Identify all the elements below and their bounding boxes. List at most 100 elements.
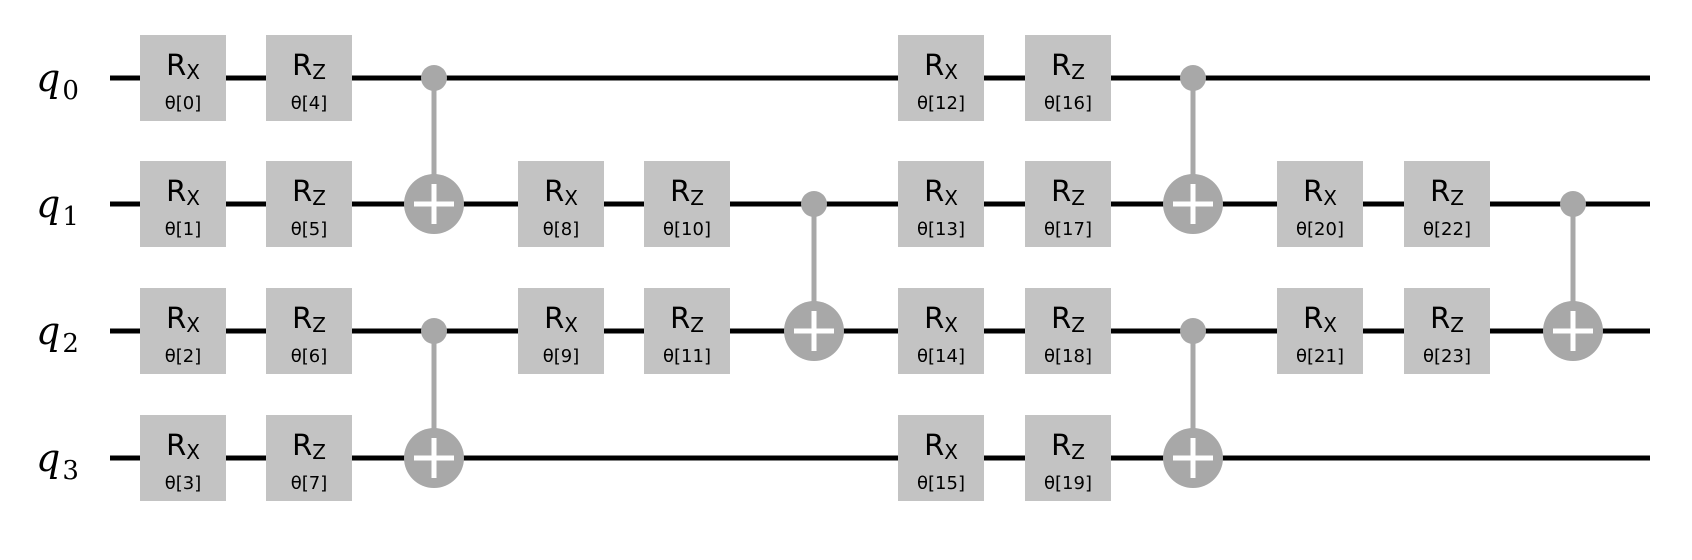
gate-name-letter: R	[166, 428, 186, 462]
cnot-control-dot	[1560, 191, 1586, 217]
rotation-gate-rz: RZθ[11]	[644, 288, 730, 374]
gate-box	[266, 35, 352, 121]
gate-name-letter: R	[924, 174, 944, 208]
rotation-gate-rz: RZθ[18]	[1025, 288, 1111, 374]
gate-parameter: θ[2]	[165, 346, 202, 367]
qubit-label: q3	[36, 436, 79, 486]
gate-name-letter: R	[292, 48, 312, 82]
gate-name-axis: X	[944, 60, 958, 84]
qubit-label: q1	[36, 182, 79, 232]
gate-name-letter: R	[1430, 301, 1450, 335]
gate-box	[644, 161, 730, 247]
gate-parameter: θ[17]	[1044, 219, 1092, 240]
rotation-gate-rz: RZθ[4]	[266, 35, 352, 121]
rotation-gate-rx: RXθ[20]	[1277, 161, 1363, 247]
gate-parameter: θ[5]	[291, 219, 328, 240]
rotation-gate-rz: RZθ[7]	[266, 415, 352, 501]
cnot-control-dot	[1180, 65, 1206, 91]
gate-name-axis: X	[944, 440, 958, 464]
gate-name-axis: Z	[312, 313, 326, 337]
rotation-gate-rx: RXθ[12]	[898, 35, 984, 121]
gate-name-axis: Z	[1071, 440, 1085, 464]
gate-name-axis: Z	[1071, 60, 1085, 84]
gate-name-letter: R	[292, 428, 312, 462]
qubit-label-index: 0	[62, 76, 79, 106]
gate-box	[1277, 288, 1363, 374]
gate-name-axis: X	[564, 313, 578, 337]
gate-name-letter: R	[1303, 174, 1323, 208]
gate-parameter: θ[9]	[543, 346, 580, 367]
rotation-gate-rx: RXθ[1]	[140, 161, 226, 247]
wires-layer	[110, 75, 1650, 461]
rotation-gate-rz: RZθ[17]	[1025, 161, 1111, 247]
gate-parameter: θ[22]	[1423, 219, 1471, 240]
gate-name-axis: Z	[1071, 313, 1085, 337]
gates-layer: RXθ[0]RXθ[1]RXθ[2]RXθ[3]RZθ[4]RZθ[5]RZθ[…	[140, 35, 1490, 501]
gate-box	[518, 161, 604, 247]
gate-name-axis: Z	[1071, 186, 1085, 210]
gate-name-letter: R	[670, 301, 690, 335]
gate-parameter: θ[15]	[917, 473, 965, 494]
gate-parameter: θ[11]	[663, 346, 711, 367]
gate-name-letter: R	[544, 174, 564, 208]
gate-parameter: θ[0]	[165, 93, 202, 114]
cnot-control-dot	[421, 318, 447, 344]
gate-name-letter: R	[924, 301, 944, 335]
cnot-gate	[1543, 191, 1603, 361]
gate-name-axis: X	[186, 313, 200, 337]
gate-name-letter: R	[1051, 301, 1071, 335]
qubit-label-name: q	[36, 56, 60, 100]
gate-parameter: θ[21]	[1296, 346, 1344, 367]
gate-name-letter: R	[924, 428, 944, 462]
qubit-label-index: 1	[62, 202, 79, 232]
gate-name-letter: R	[1430, 174, 1450, 208]
gate-parameter: θ[10]	[663, 219, 711, 240]
cnot-gate	[404, 318, 464, 488]
gate-name: RZ	[670, 301, 704, 337]
gate-name: RX	[544, 301, 578, 337]
gate-box	[140, 415, 226, 501]
gate-name: RZ	[1051, 174, 1085, 210]
qubit-label: q0	[36, 56, 79, 106]
gate-name-axis: Z	[1450, 313, 1464, 337]
gate-box	[266, 415, 352, 501]
gate-name: RX	[166, 48, 200, 84]
rotation-gate-rz: RZθ[10]	[644, 161, 730, 247]
gate-box	[898, 35, 984, 121]
rotation-gate-rx: RXθ[2]	[140, 288, 226, 374]
gate-name-axis: Z	[312, 186, 326, 210]
gate-name-letter: R	[1051, 174, 1071, 208]
gate-box	[266, 288, 352, 374]
gate-name: RX	[544, 174, 578, 210]
gate-parameter: θ[13]	[917, 219, 965, 240]
rotation-gate-rz: RZθ[23]	[1404, 288, 1490, 374]
rotation-gate-rz: RZθ[16]	[1025, 35, 1111, 121]
gate-box	[1404, 161, 1490, 247]
gate-parameter: θ[20]	[1296, 219, 1344, 240]
gate-name-letter: R	[166, 48, 186, 82]
gate-box	[518, 288, 604, 374]
gate-name-letter: R	[166, 301, 186, 335]
gate-name-axis: X	[186, 186, 200, 210]
gate-parameter: θ[7]	[291, 473, 328, 494]
gate-box	[1025, 35, 1111, 121]
gate-parameter: θ[14]	[917, 346, 965, 367]
rotation-gate-rz: RZθ[22]	[1404, 161, 1490, 247]
gate-name-letter: R	[670, 174, 690, 208]
rotation-gate-rx: RXθ[15]	[898, 415, 984, 501]
gate-name-axis: Z	[690, 313, 704, 337]
rotation-gate-rx: RXθ[8]	[518, 161, 604, 247]
rotation-gate-rx: RXθ[13]	[898, 161, 984, 247]
cnot-gate	[1163, 318, 1223, 488]
gate-name: RZ	[292, 48, 326, 84]
qubit-label-name: q	[36, 182, 60, 226]
gate-parameter: θ[1]	[165, 219, 202, 240]
gate-box	[1404, 288, 1490, 374]
gate-parameter: θ[23]	[1423, 346, 1471, 367]
gate-name-letter: R	[1051, 48, 1071, 82]
qubit-label-name: q	[36, 309, 60, 353]
gate-name-axis: Z	[690, 186, 704, 210]
gate-name-axis: X	[944, 313, 958, 337]
gate-name: RZ	[1430, 301, 1464, 337]
